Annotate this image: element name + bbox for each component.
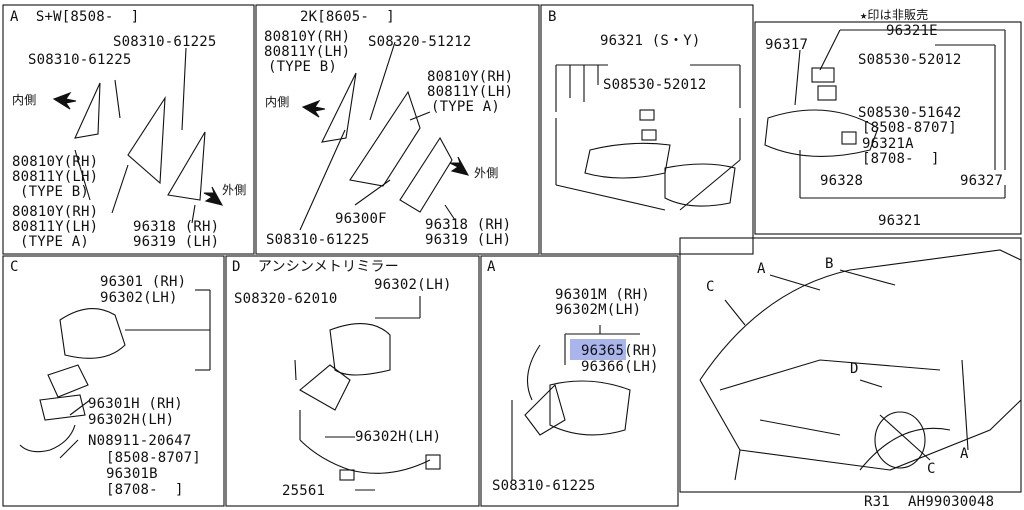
- p5-nut-date: [8508-8707]: [106, 450, 201, 466]
- p4-96321: 96321: [878, 213, 922, 229]
- p4-96321E: 96321E: [886, 23, 938, 39]
- p6-harness: 25561: [282, 483, 326, 499]
- p4-96321A: 96321A: [862, 136, 914, 152]
- p2-cover-1: 96319 (LH): [425, 232, 512, 248]
- panel1-parts: [52, 47, 224, 224]
- panel8-car: [699, 249, 1022, 481]
- panel-frame-b: [540, 4, 754, 255]
- p1-top-bolt: S08310-61225: [113, 34, 217, 50]
- p2-bolt-top: S08320-51212: [368, 34, 472, 50]
- p4-96328: 96328: [820, 173, 864, 189]
- p1-header: A S+W[8508- ]: [10, 9, 140, 25]
- p1-part-b-0: 80810Y(RH): [12, 154, 99, 170]
- p2-outside-label: 外側: [474, 166, 499, 180]
- p2-part-b-2: (TYPE B): [268, 59, 338, 75]
- p1-part-b-1: 80811Y(LH): [12, 169, 99, 185]
- highlight-96365: [570, 339, 626, 360]
- p4-96317: 96317: [765, 37, 809, 53]
- panel-frame-d: [225, 255, 480, 507]
- p1-part-b-2: (TYPE B): [20, 184, 90, 200]
- panel-frame-c: [2, 255, 225, 507]
- panel-frame-rear: [754, 21, 1022, 235]
- panel6-parts: [294, 296, 441, 491]
- p4-bolt2-date: [8508-8707]: [862, 120, 957, 136]
- p8-label-5: A: [960, 446, 969, 462]
- panel3-parts: [555, 64, 741, 211]
- panel7-parts: [511, 325, 640, 480]
- p7-mirror-1: 96302M(LH): [555, 302, 642, 318]
- p8-label-1: B: [825, 256, 834, 272]
- p7-bolt: S08310-61225: [492, 478, 596, 494]
- p7-header: A: [487, 259, 496, 275]
- footer-model: R31: [864, 494, 890, 510]
- p8-label-0: A: [757, 261, 766, 277]
- p4-bolt2: S08530-51642: [858, 105, 962, 121]
- p6-bolt: S08320-62010: [234, 291, 338, 307]
- p6-mirror: 96302(LH): [374, 277, 452, 293]
- p5-base-1: 96302H(LH): [88, 412, 175, 428]
- p2-header: 2K[8605- ]: [300, 9, 395, 25]
- p5-base-0: 96301H (RH): [88, 396, 183, 412]
- p6-header: D アンシンメトリミラー: [232, 259, 399, 275]
- footer-code: AH99030048: [908, 494, 995, 510]
- p2-part-b-1: 80811Y(LH): [264, 44, 351, 60]
- p2-part-a-2: (TYPE A): [431, 99, 501, 115]
- p3-header: B: [548, 9, 557, 25]
- p1-left-bolt: S08310-61225: [28, 52, 132, 68]
- p7-mirror-0: 96301M (RH): [555, 287, 650, 303]
- p8-label-3: D: [850, 361, 859, 377]
- p2-cover-0: 96318 (RH): [425, 217, 512, 233]
- p4-bolt1: S08530-52012: [858, 52, 962, 68]
- p8-label-4: C: [927, 461, 936, 477]
- panel-frame-2k: [255, 4, 540, 255]
- p5-mirror-0: 96301 (RH): [100, 274, 187, 290]
- p1-part-a-1: 80811Y(LH): [12, 219, 99, 235]
- p3-assy: 96321 (S・Y): [600, 33, 701, 49]
- p5-96301B: 96301B: [106, 466, 158, 482]
- p5-96301B-date: [8708- ]: [106, 482, 184, 498]
- p2-part-a-1: 80811Y(LH): [427, 84, 514, 100]
- p1-cover-1: 96319 (LH): [133, 234, 220, 250]
- p5-nut: N08911-20647: [88, 433, 192, 449]
- panel2-parts: [299, 41, 470, 231]
- p1-cover-0: 96318 (RH): [133, 219, 220, 235]
- p7-glass-0: 96365(RH): [581, 343, 659, 359]
- p6-base: 96302H(LH): [355, 429, 442, 445]
- p3-bolt: S08530-52012: [603, 77, 707, 93]
- p1-outside-label: 外側: [222, 183, 247, 197]
- panel-frame-a2: [480, 255, 679, 507]
- p2-part-b-0: 80810Y(RH): [264, 29, 351, 45]
- p1-part-a-0: 80810Y(RH): [12, 204, 99, 220]
- p4-legend: ★印は非販売: [860, 8, 929, 22]
- p2-part-f: 96300F: [335, 211, 387, 227]
- p4-96321A-date: [8708- ]: [862, 151, 940, 167]
- p2-part-a-0: 80810Y(RH): [427, 69, 514, 85]
- p5-mirror-1: 96302(LH): [100, 290, 178, 306]
- p8-label-2: C: [706, 279, 715, 295]
- p7-glass-1: 96366(LH): [581, 359, 659, 375]
- panel-frame-a: [2, 4, 255, 255]
- p4-96327: 96327: [960, 173, 1004, 189]
- p5-header: C: [10, 259, 19, 275]
- panel5-parts: [19, 289, 211, 459]
- p1-part-a-2: (TYPE A): [20, 234, 90, 250]
- p2-bolt-bottom: S08310-61225: [266, 232, 370, 248]
- p1-inside-label: 内側: [12, 93, 37, 107]
- panel4-parts: [764, 29, 1006, 199]
- p2-inside-label: 内側: [265, 95, 290, 109]
